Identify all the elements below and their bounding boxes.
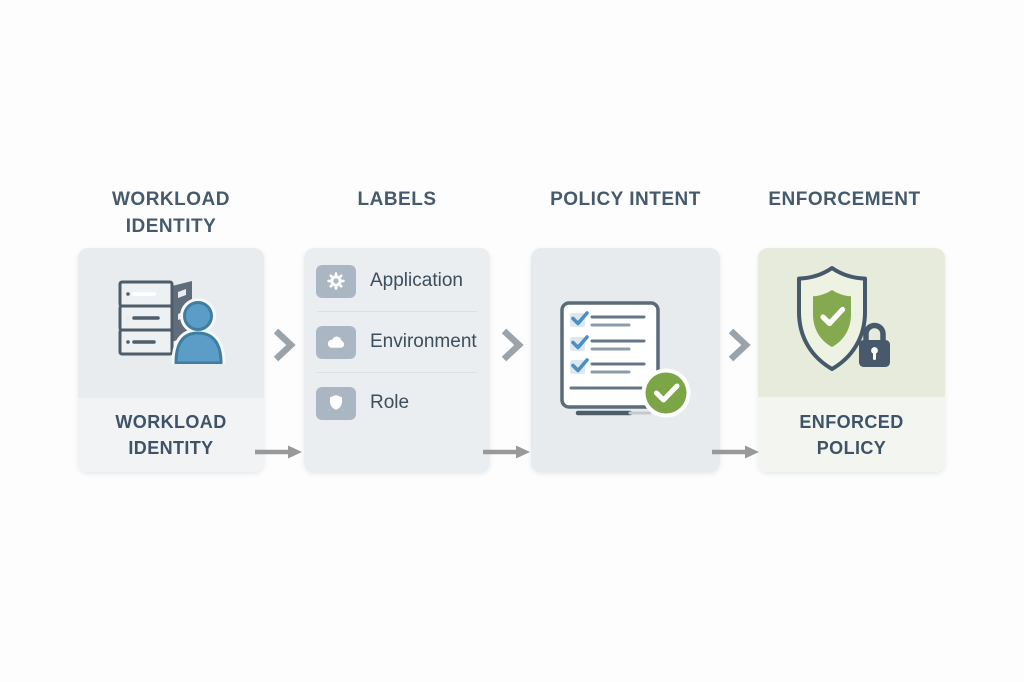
label-application: Application [370,270,463,291]
gear-icon [316,264,356,298]
label-environment: Environment [370,331,477,352]
arrow-right-icon [255,444,303,460]
card-workload-identity: WORKLOAD IDENTITY [78,248,264,472]
row-divider [317,372,477,373]
checklist-document-check-icon [559,297,692,424]
arrow-right-icon [712,444,760,460]
enforcement-icon-zone [758,248,945,397]
column-header-labels: LABELS [357,189,437,210]
chevron-right-icon [272,328,296,362]
chevron-right-icon [727,328,751,362]
column-header-workload-identity: WORKLOAD IDENTITY [112,189,230,237]
card-policy-intent [531,248,720,472]
server-user-icon [116,278,226,369]
column-header-enforcement: ENFORCEMENT [768,189,921,210]
cloud-icon [316,325,356,359]
shield-icon [316,386,356,420]
chevron-right-icon [500,328,524,362]
card-enforcement: ENFORCED POLICY [758,248,945,472]
column-header-policy-intent: POLICY INTENT [550,189,701,210]
label-row-environment: Environment [304,312,490,372]
workload-identity-icon-zone [78,248,264,398]
label-row-role: Role [304,373,490,433]
card-labels: Application Environment Role [304,248,490,472]
workload-identity-card-label: WORKLOAD IDENTITY [78,398,264,472]
row-divider [317,311,477,312]
label-role: Role [370,392,410,413]
shield-check-lock-icon [782,264,922,381]
enforced-policy-card-label: ENFORCED POLICY [758,397,945,472]
label-row-application: Application [304,251,490,311]
arrow-right-icon [483,444,531,460]
policy-intent-icon-zone [531,248,720,472]
